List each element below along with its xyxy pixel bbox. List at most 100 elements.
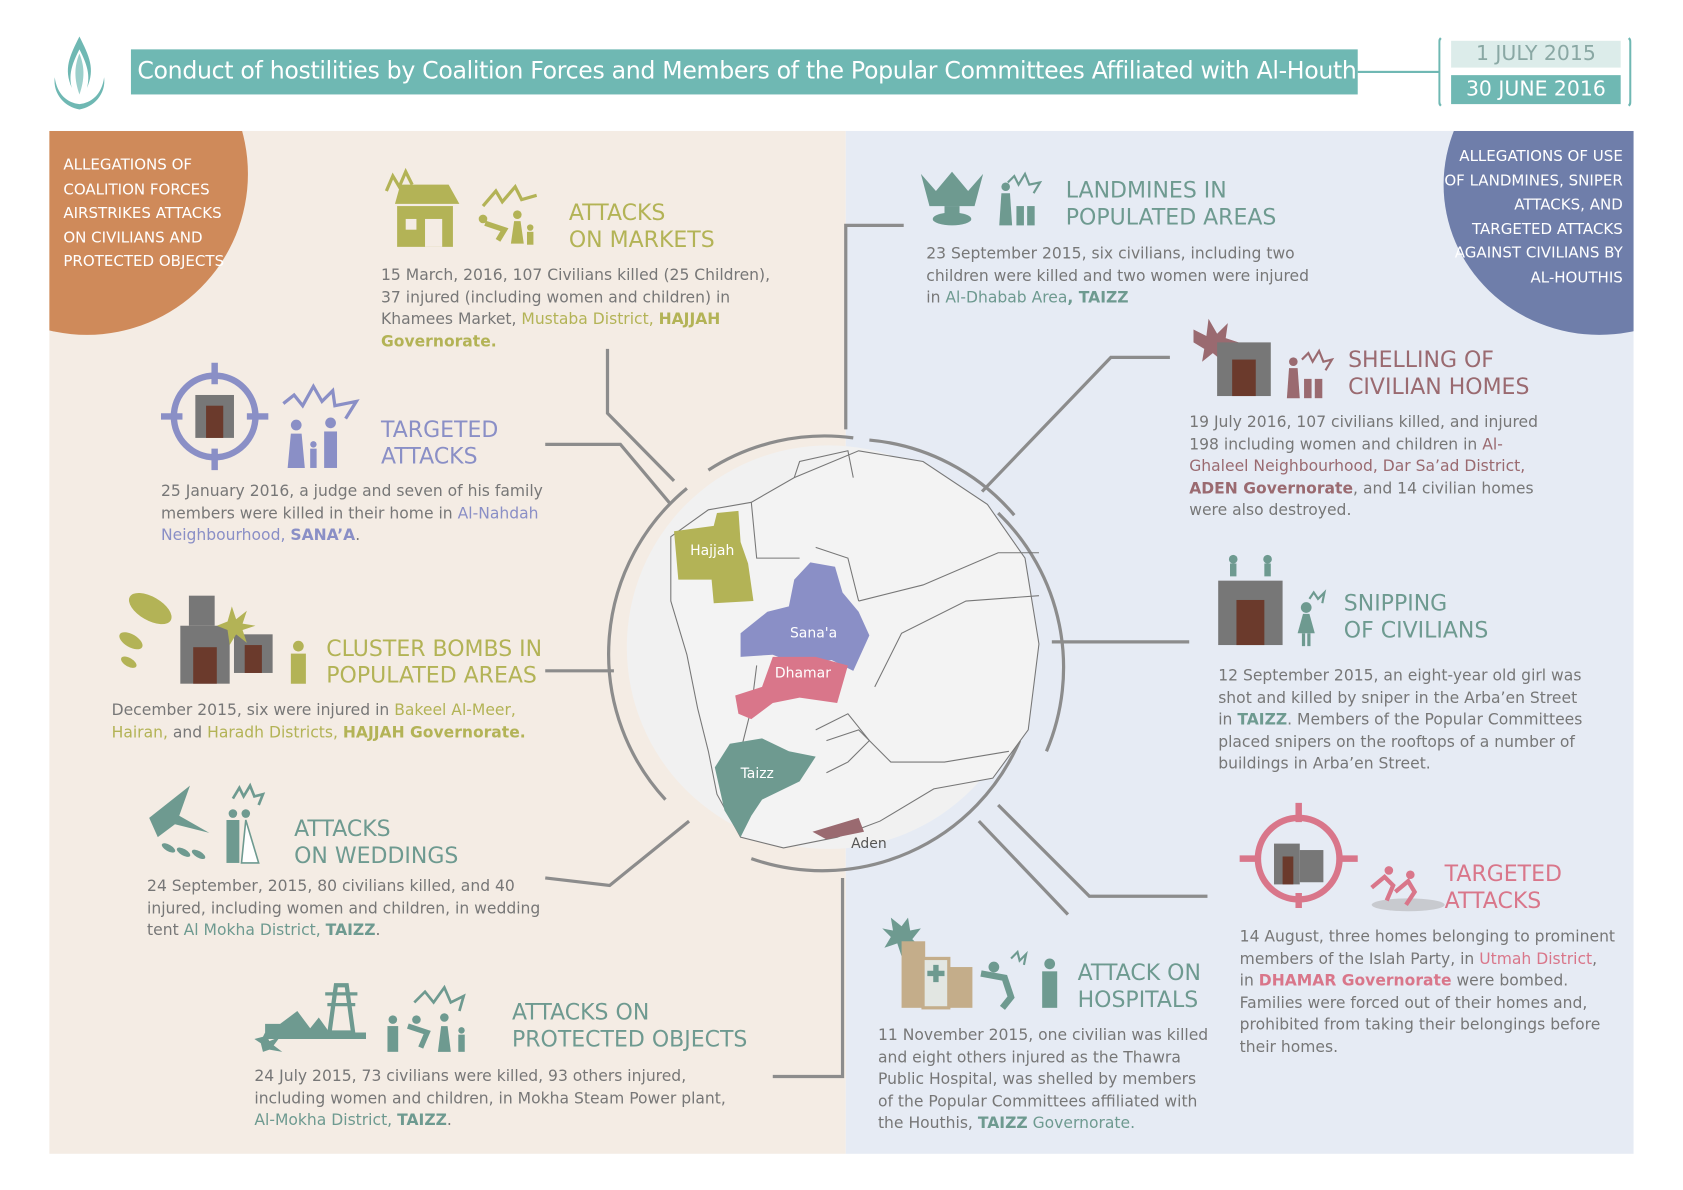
description-text: . — [355, 526, 361, 545]
description-text: 24 July 2015, 73 civilians were killed, … — [254, 1067, 726, 1108]
description-text: December 2015, six were injured in — [111, 701, 395, 720]
section-title-weddings: ATTACKS ON WEDDINGS — [294, 815, 459, 868]
section-title-markets: ATTACKS ON MARKETS — [568, 199, 715, 252]
highlighted-location: Mustaba District, — [521, 311, 659, 329]
section-description-targeted-right: 14 August, three homes belonging to prom… — [1240, 926, 1616, 1058]
highlighted-location: Al-Dhabab Area — [945, 289, 1068, 307]
highlighted-location: Al Mokha District, — [183, 921, 326, 940]
description-text: and — [167, 723, 208, 742]
description-text: , in — [1239, 950, 1598, 990]
injured-person-icon — [1042, 958, 1058, 1008]
highlighted-location: Haradh Districts, — [207, 723, 343, 742]
highlighted-location: HAJJAH Governorate. — [381, 311, 721, 351]
highlighted-location: TAIZZ — [1237, 711, 1288, 729]
description-text: . — [446, 1111, 452, 1130]
highlighted-location: , TAIZZ — [1067, 289, 1129, 307]
houses-explosion-icon — [180, 595, 273, 684]
coalition-category-label: ALLEGATIONS OF COALITION FORCES AIRSTRIK… — [63, 156, 225, 271]
section-description-hospitals: 11 November 2015, one civilian was kille… — [878, 1025, 1211, 1135]
page-title: Conduct of hostilities by Coalition Forc… — [130, 49, 1375, 95]
description-text: , and 14 civilian homes were also destro… — [1189, 480, 1534, 520]
section-title-cluster: CLUSTER BOMBS IN POPULATED AREAS — [326, 635, 543, 688]
section-description-targeted-left: 25 January 2016, a judge and seven of hi… — [161, 481, 547, 547]
map-region-taizz — [714, 738, 816, 838]
title-connector-line — [1357, 70, 1440, 73]
crosshair-houses-icon — [1239, 802, 1358, 909]
map-label-dhamar: Dhamar — [774, 665, 831, 682]
section-title-targeted-left: TARGETED ATTACKS — [381, 416, 499, 469]
map-label-hajjah: Hajjah — [690, 543, 735, 560]
power-plant-icon — [254, 983, 366, 1052]
map-region-aden — [812, 817, 865, 840]
description-text: . Members of the Popular Committees plac… — [1218, 711, 1583, 773]
injured-person-icon — [290, 640, 306, 684]
houthis-category-label: ALLEGATIONS OF USE OF LANDMINES, SNIPER … — [1444, 148, 1623, 287]
section-title-hospitals: ATTACK ON HOSPITALS — [1077, 959, 1201, 1012]
landmine-icon — [920, 171, 984, 226]
falling-family-icon — [478, 183, 538, 245]
map-region-hajjah — [674, 510, 754, 604]
description-text: 25 January 2016, a judge and seven of hi… — [160, 482, 543, 523]
section-description-landmines: 23 September 2015, six civilians, includ… — [926, 244, 1312, 310]
description-text: 15 March, 2016, 107 Civilians killed (25… — [381, 267, 771, 329]
girl-shot-icon — [1297, 589, 1327, 647]
highlighted-location: Governorate. — [1027, 1115, 1136, 1133]
description-text: were bombed. Families were forced out of… — [1239, 972, 1601, 1056]
highlighted-location: Al-Nahdah Neighbourhood, — [160, 504, 539, 545]
airplane-bombs-icon — [149, 785, 210, 860]
highlighted-location: ADEN Governorate — [1189, 480, 1354, 498]
map-label-aden: Aden — [851, 836, 887, 853]
highlighted-location: Utmah District — [1479, 950, 1593, 968]
description-text: . — [375, 921, 381, 940]
crosshair-house-icon — [160, 362, 269, 471]
date-range-bracket — [1438, 35, 1632, 109]
snipers-on-house-icon — [1218, 554, 1283, 646]
exploding-market-icon — [384, 167, 460, 247]
highlighted-location: TAIZZ — [325, 921, 376, 940]
description-text: 24 September, 2015, 80 civilians killed,… — [147, 877, 541, 940]
map-label-taizz: Taizz — [740, 766, 774, 783]
connector-lines — [545, 223, 1208, 1079]
map-region-sanaa — [740, 562, 870, 671]
section-title-protected: ATTACKS ON PROTECTED OBJECTS — [511, 999, 748, 1052]
family-explosion-icon — [282, 383, 360, 468]
running-people-icon — [1370, 866, 1445, 912]
hospital-explosion-icon — [882, 917, 973, 1010]
description-text: 14 August, three homes belonging to prom… — [1239, 928, 1616, 968]
section-description-markets: 15 March, 2016, 107 Civilians killed (25… — [381, 265, 778, 353]
highlighted-location: SANA’A — [290, 526, 356, 545]
date-start: 1 JULY 2015 — [1451, 40, 1621, 68]
shelled-house-icon — [1193, 318, 1271, 397]
map-region-dhamar — [735, 656, 848, 720]
section-title-landmines: LANDMINES IN POPULATED AREAS — [1065, 177, 1277, 230]
section-description-sniping: 12 September 2015, an eight-year old gir… — [1218, 665, 1583, 775]
highlighted-location: HAJJAH Governorate. — [342, 723, 526, 742]
highlighted-location: Al-Mokha District, — [254, 1111, 398, 1130]
civilians-explosion-icon — [387, 984, 466, 1052]
section-description-shelling: 19 July 2016, 107 civilians killed, and … — [1189, 412, 1554, 522]
description-text: 23 September 2015, six civilians, includ… — [926, 245, 1310, 307]
map-label-sanaa: Sana'a — [789, 625, 838, 642]
description-text: 12 September 2015, an eight-year old gir… — [1218, 667, 1582, 729]
section-description-cluster: December 2015, six were injured in Bakee… — [112, 700, 563, 744]
un-human-rights-logo-icon — [54, 36, 105, 110]
family-explosion-icon — [999, 171, 1043, 226]
highlighted-location: DHAMAR Governorate — [1258, 972, 1452, 990]
highlighted-location: Bakeel Al-Meer, Hairan, — [111, 701, 516, 742]
highlighted-location: TAIZZ — [397, 1111, 447, 1130]
cluster-bombs-icon — [119, 592, 172, 668]
highlighted-location: Al-Ghaleel Neighbourhood, Dar Sa’ad Dist… — [1189, 436, 1526, 476]
section-title-sniping: SNIPPING OF CIVILIANS — [1343, 590, 1489, 643]
falling-person-icon — [980, 949, 1028, 1010]
wedding-couple-icon — [226, 782, 266, 864]
highlighted-location: TAIZZ — [977, 1115, 1028, 1133]
description-text: 11 November 2015, one civilian was kille… — [877, 1027, 1209, 1133]
section-description-protected: 24 July 2015, 73 civilians were killed, … — [254, 1066, 748, 1132]
date-end: 30 JUNE 2016 — [1451, 75, 1621, 105]
section-title-targeted-right: TARGETED ATTACKS — [1444, 860, 1562, 913]
description-text: 19 July 2016, 107 civilians killed, and … — [1189, 414, 1539, 454]
section-description-weddings: 24 September, 2015, 80 civilians killed,… — [147, 876, 544, 942]
section-title-shelling: SHELLING OF CIVILIAN HOMES — [1348, 346, 1530, 399]
family-explosion-icon — [1286, 348, 1335, 399]
